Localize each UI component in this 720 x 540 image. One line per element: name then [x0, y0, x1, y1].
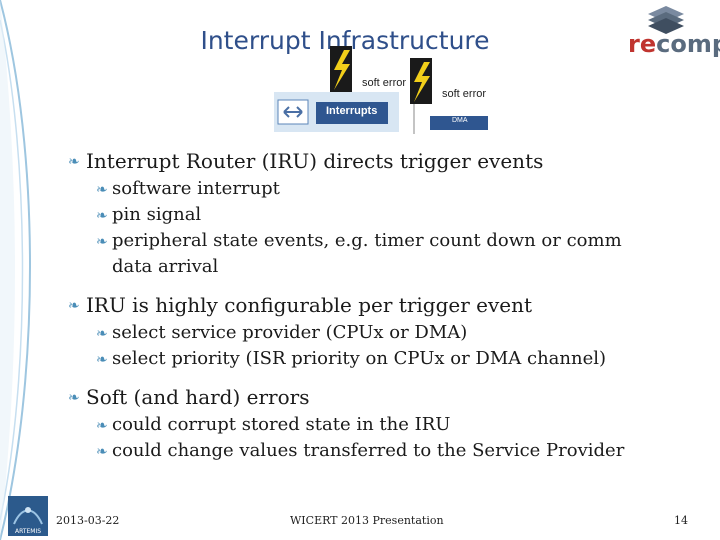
svg-text:ARTEMIS: ARTEMIS: [15, 528, 41, 535]
bullet-icon: ❧: [68, 390, 80, 406]
bullet-icon: ❧: [96, 352, 108, 368]
soft-error-label-1: soft error: [362, 77, 407, 89]
page-number: 14: [674, 514, 688, 527]
soft-error-label-2: soft error: [442, 88, 487, 100]
bullet-icon: ❧: [68, 298, 80, 314]
bullet-level2: ❧select priority (ISR priority on CPUx o…: [96, 348, 607, 369]
bullet-level2: ❧peripheral state events, e.g. timer cou…: [96, 230, 622, 277]
left-decoration: [0, 0, 31, 540]
recomp-logo-text: recomp: [628, 30, 720, 58]
artemis-logo-icon: ARTEMIS: [8, 496, 48, 536]
bullet-list: ❧Interrupt Router (IRU) directs trigger …: [68, 144, 708, 464]
bullet-icon: ❧: [96, 326, 108, 342]
recomp-logo-icon: [648, 6, 684, 34]
bullet-icon: ❧: [96, 208, 108, 224]
bullet-level2: ❧select service provider (CPUx or DMA): [96, 322, 468, 343]
bullet-level2: ❧could corrupt stored state in the IRU: [96, 414, 451, 435]
dma-box-label: DMA: [452, 117, 468, 124]
bullet-level1: ❧Interrupt Router (IRU) directs trigger …: [68, 149, 544, 173]
bullet-level2: ❧software interrupt: [96, 178, 280, 199]
bullet-icon: ❧: [68, 154, 80, 170]
diagram-graphic: [274, 46, 488, 134]
footer-title: WICERT 2013 Presentation: [290, 514, 444, 527]
bullet-level2: ❧could change values transferred to the …: [96, 440, 625, 461]
footer-date: 2013-03-22: [56, 514, 120, 527]
interrupt-diagram: soft error soft error Interrupts DMA: [274, 46, 494, 136]
bullet-icon: ❧: [96, 182, 108, 198]
bullet-icon: ❧: [96, 418, 108, 434]
bullet-level2: ❧pin signal: [96, 204, 202, 225]
bullet-level1: ❧ Soft (and hard) errors: [68, 385, 310, 409]
bullet-level1: ❧IRU is highly configurable per trigger …: [68, 293, 533, 317]
bullet-icon: ❧: [96, 234, 108, 250]
bullet-icon: ❧: [96, 444, 108, 460]
interrupts-box-label: Interrupts: [326, 105, 378, 117]
